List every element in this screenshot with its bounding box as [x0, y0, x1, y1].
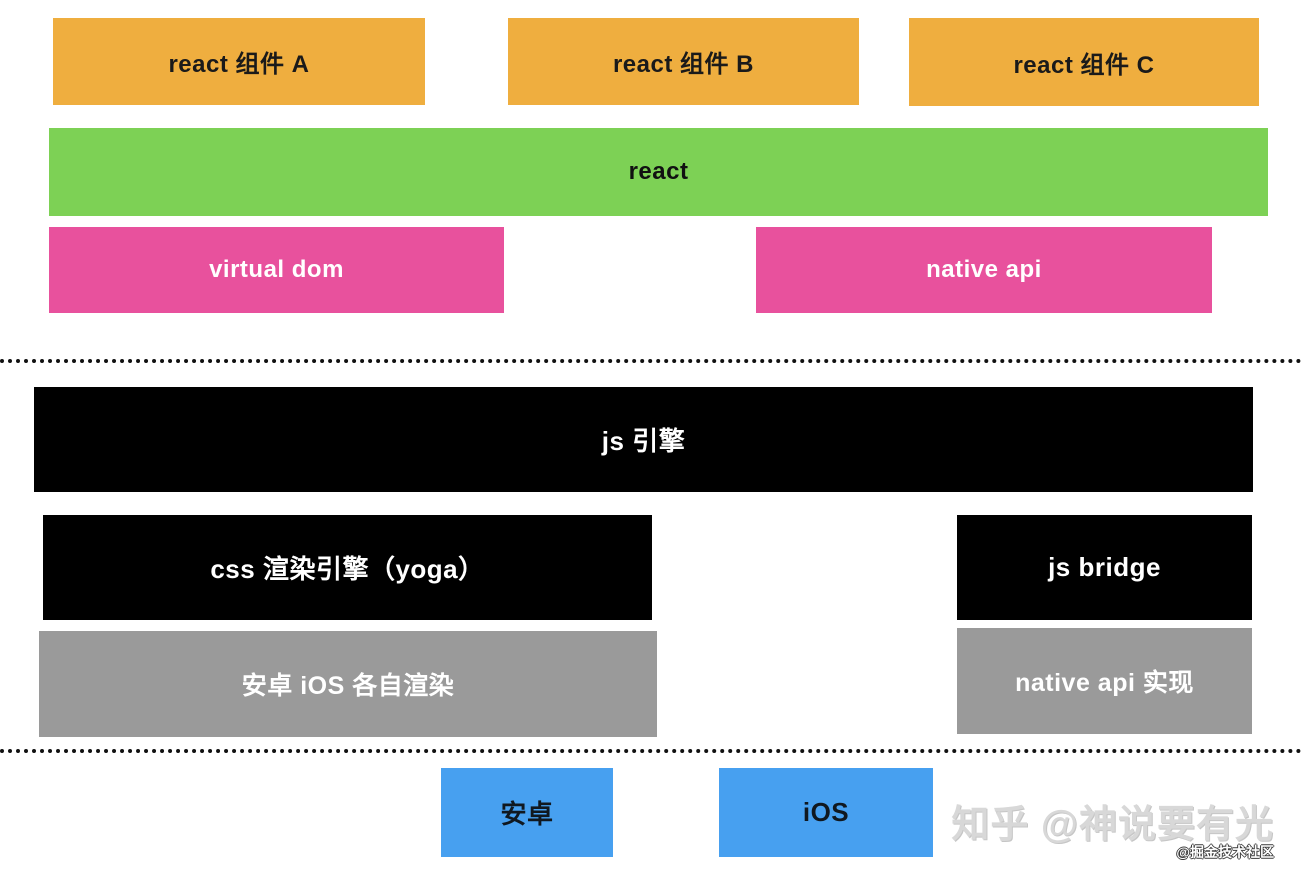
- react-component-a-box: react 组件 A: [53, 18, 425, 105]
- juejin-community-watermark: @掘金技术社区: [1176, 844, 1274, 860]
- native-api-box: native api: [756, 227, 1212, 313]
- ios-platform-box: iOS: [719, 768, 933, 857]
- react-layer-box: react: [49, 128, 1268, 216]
- react-component-b-box: react 组件 B: [508, 18, 859, 105]
- dotted-separator-top: [0, 359, 1302, 363]
- js-engine-box: js 引擎: [34, 387, 1253, 492]
- zhihu-author-watermark: 知乎 @神说要有光: [951, 804, 1274, 846]
- android-ios-render-box: 安卓 iOS 各自渲染: [39, 631, 657, 737]
- react-component-c-box: react 组件 C: [909, 18, 1259, 106]
- native-api-impl-box: native api 实现: [957, 628, 1252, 734]
- js-bridge-box: js bridge: [957, 515, 1252, 620]
- android-platform-box: 安卓: [441, 768, 613, 857]
- dotted-separator-bottom: [0, 749, 1302, 753]
- virtual-dom-box: virtual dom: [49, 227, 504, 313]
- css-render-engine-yoga-box: css 渲染引擎（yoga）: [43, 515, 652, 620]
